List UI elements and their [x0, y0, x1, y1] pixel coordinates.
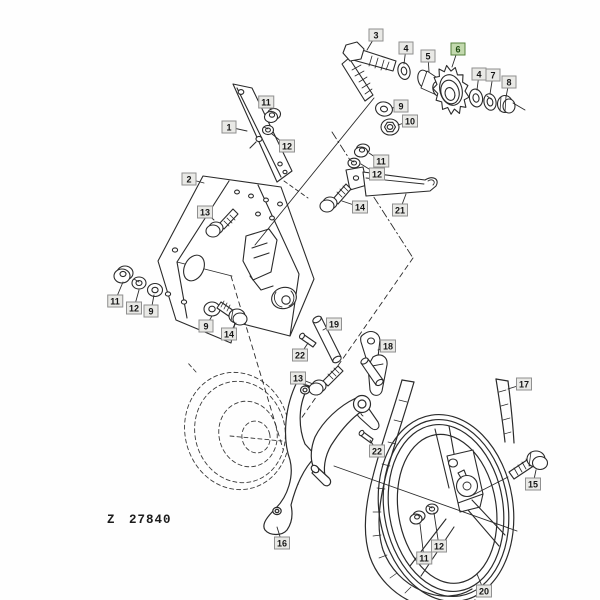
- bolt-13b-drawing: [308, 365, 344, 396]
- part-callout-14[interactable]: 14: [351, 200, 369, 214]
- part-callout-10[interactable]: 10: [401, 114, 419, 128]
- part-callout-12[interactable]: 12: [278, 139, 296, 153]
- nut-10-drawing: [380, 118, 400, 136]
- part-callout-6-selected[interactable]: 6: [450, 42, 466, 56]
- bent-bolt-drawing: [341, 41, 397, 102]
- part-callout-17[interactable]: 17: [515, 377, 533, 391]
- part-callout-14[interactable]: 14: [220, 327, 238, 341]
- pin-19-drawing: [312, 315, 342, 364]
- part-callout-3[interactable]: 3: [368, 28, 384, 42]
- bolt-15-drawing: [472, 450, 549, 496]
- bolt-14a-drawing: [319, 183, 352, 213]
- bracket-tab-drawing: [242, 228, 278, 291]
- washer-11b-drawing: [353, 143, 371, 158]
- part-callout-11[interactable]: 11: [107, 294, 123, 308]
- part-callout-21[interactable]: 21: [391, 203, 409, 217]
- long-pointer-lines: [230, 97, 375, 450]
- part-callout-9[interactable]: 9: [198, 319, 214, 333]
- bolt-14b-drawing: [216, 300, 248, 326]
- part-callout-18[interactable]: 18: [379, 339, 397, 353]
- part-callout-11[interactable]: 11: [373, 154, 389, 168]
- tensioner-arm-drawing: [263, 381, 372, 536]
- sprocket-drawing: [432, 64, 470, 115]
- washer-4a-drawing: [397, 62, 411, 80]
- part-callout-12[interactable]: 12: [368, 167, 386, 181]
- part-callout-11[interactable]: 11: [416, 551, 432, 565]
- washer-9a-drawing: [375, 101, 393, 117]
- wheel-drawing: [377, 413, 515, 600]
- belt-drawing: [364, 379, 476, 600]
- part-callout-22[interactable]: 22: [291, 348, 309, 362]
- nut-11c-drawing: [113, 265, 134, 284]
- mounting-plate-drawing: [232, 83, 293, 183]
- part-callout-4[interactable]: 4: [471, 67, 487, 81]
- lock-washer-12b-drawing: [347, 157, 361, 169]
- pin-22a-drawing: [298, 332, 317, 348]
- belt-right-strand-drawing: [495, 378, 515, 444]
- part-callout-4[interactable]: 4: [398, 41, 414, 55]
- part-callout-9[interactable]: 9: [393, 99, 409, 113]
- wheel-hub-drawing: [446, 449, 484, 513]
- part-callout-11[interactable]: 11: [258, 95, 274, 109]
- washer-9c-drawing: [146, 282, 164, 298]
- pin-rod-drawing: [360, 357, 384, 387]
- part-callout-9[interactable]: 9: [143, 304, 159, 318]
- lock-washer-12d-drawing: [425, 503, 439, 515]
- part-callout-19[interactable]: 19: [325, 317, 343, 331]
- part-callout-13[interactable]: 13: [289, 371, 307, 385]
- nut-11d-drawing: [409, 510, 426, 525]
- lock-washer-7-drawing: [483, 93, 497, 111]
- part-callout-20[interactable]: 20: [475, 584, 493, 598]
- bolt-13a-drawing: [205, 208, 239, 238]
- part-callout-15[interactable]: 15: [524, 477, 542, 491]
- part-callout-8[interactable]: 8: [501, 75, 517, 89]
- nut-8-drawing: [496, 94, 526, 114]
- hub-alignment-line: [333, 465, 518, 532]
- part-callout-1[interactable]: 1: [221, 120, 237, 134]
- nut-11a-drawing: [263, 107, 282, 124]
- part-callout-12[interactable]: 12: [125, 301, 143, 315]
- part-callout-7[interactable]: 7: [485, 68, 501, 82]
- part-callout-5[interactable]: 5: [420, 49, 436, 63]
- part-callout-12[interactable]: 12: [430, 539, 448, 553]
- part-callout-16[interactable]: 16: [273, 536, 291, 550]
- washer-4b-drawing: [468, 88, 484, 108]
- strap-21-drawing: [345, 166, 438, 197]
- figure-code: Z 27840: [107, 513, 172, 527]
- part-callout-22[interactable]: 22: [368, 444, 386, 458]
- part-callout-2[interactable]: 2: [181, 172, 197, 186]
- lock-washer-12a-drawing: [261, 124, 275, 136]
- part-callout-13[interactable]: 13: [196, 205, 214, 219]
- lock-washer-12c-drawing: [131, 276, 147, 290]
